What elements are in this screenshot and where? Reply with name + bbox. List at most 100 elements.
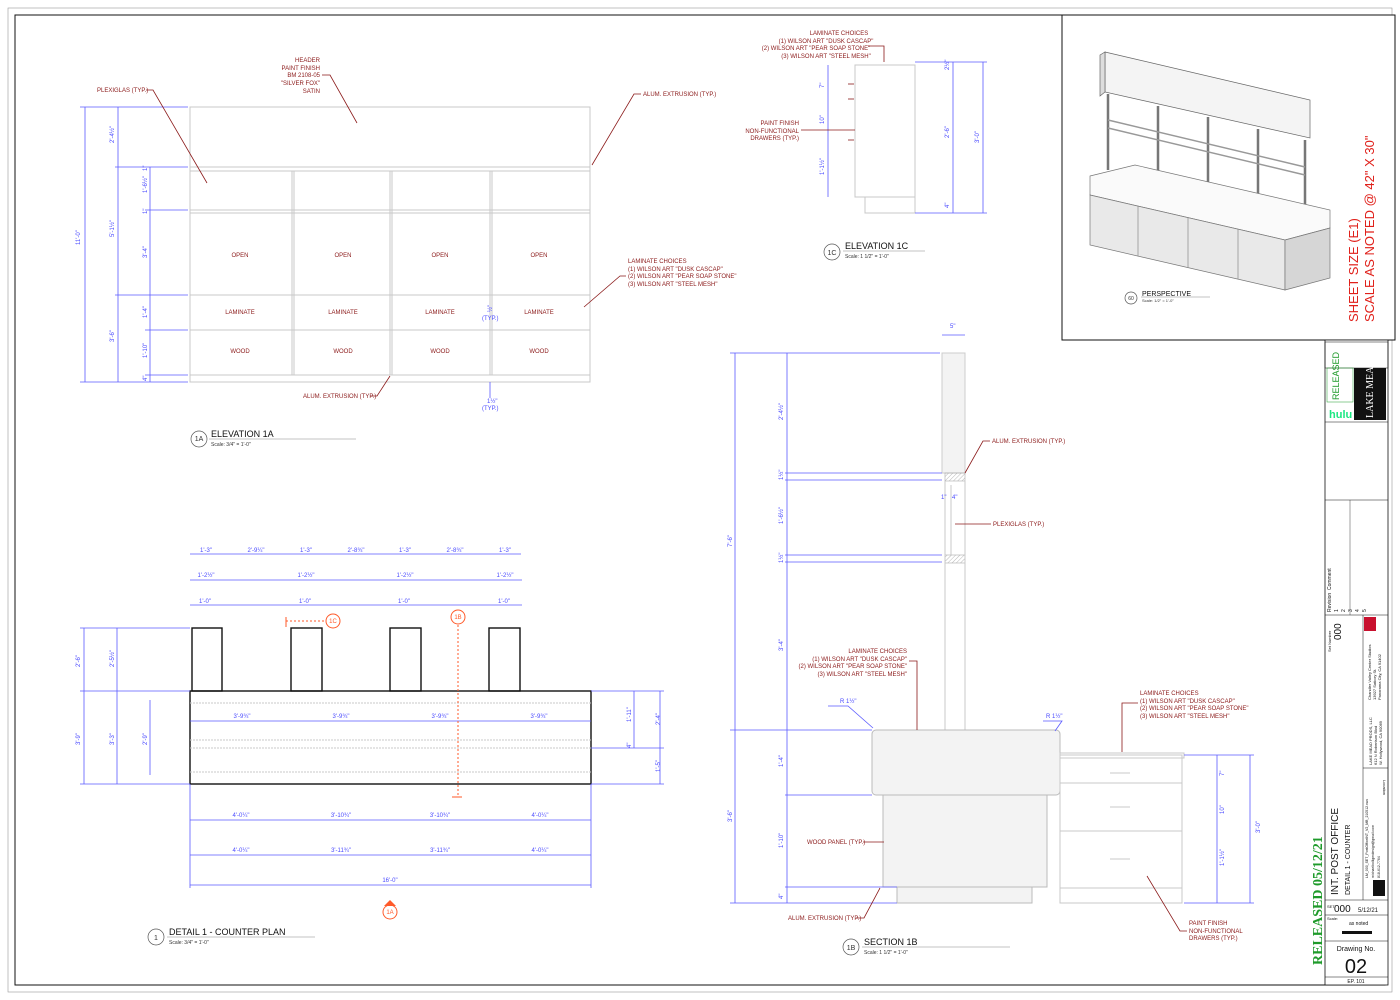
svg-text:(2) WILSON ART "PEAR SOAP STON: (2) WILSON ART "PEAR SOAP STONE" <box>762 46 871 52</box>
svg-text:612 N Robertson Blvd: 612 N Robertson Blvd <box>1373 726 1378 765</box>
typ-label-2: (TYP.) <box>482 406 499 412</box>
wood-label: WOOD <box>230 349 250 355</box>
svg-text:SATIN: SATIN <box>303 89 320 95</box>
plan-dim: 3'-9¾" <box>432 714 449 720</box>
dim: 2½" <box>944 60 951 70</box>
plan-tag: 1 <box>154 935 158 942</box>
svg-text:LAMINATE CHOICES: LAMINATE CHOICES <box>1140 691 1199 697</box>
perspective-view: 60 PERSPECTIVE Scale: 1/2" = 1'-0" SHEET… <box>1061 14 1396 341</box>
date: 5/12/21 <box>1358 908 1379 914</box>
dim: 5" <box>950 324 955 330</box>
dim: 10" <box>820 115 826 124</box>
plan-scale: Scale: 3/4" = 1'-0" <box>169 940 209 946</box>
dim: 4" <box>945 203 951 208</box>
dim: 2'-4½" <box>778 403 785 420</box>
plan-dim: 1'-3" <box>499 548 511 554</box>
plan-dim: 1'-2½" <box>397 572 414 579</box>
email: michaelbolligerdesign@gmail.com <box>1371 825 1375 878</box>
dim-overall: 11'-0" <box>76 230 82 245</box>
paint-note-1c: PAINT FINISH NON-FUNCTIONAL DRAWERS (TYP… <box>745 121 799 142</box>
plan-dim: 2'-8¾" <box>447 548 464 554</box>
dim: 1'-6½" <box>778 507 785 524</box>
title-block: RELEASED LAKE MEAD hulu Revision Comment… <box>1324 339 1389 986</box>
plan-dim: 1'-3" <box>200 548 212 554</box>
revision-header: Revision <box>1327 593 1333 612</box>
phone: 818-612-7764 <box>1377 856 1381 878</box>
open-label: OPEN <box>334 253 351 259</box>
svg-text:DRAWERS (TYP.): DRAWERS (TYP.) <box>750 136 799 142</box>
typ-label: (TYP.) <box>482 316 499 322</box>
svg-text:4: 4 <box>1355 609 1361 612</box>
released-label: RELEASED <box>1331 351 1341 400</box>
studio-address: Chandler Valley Center Studios 13927 Sat… <box>1367 644 1382 700</box>
plan-dim: 1'-11" <box>627 707 633 722</box>
alum-note: ALUM. EXTRUSION (TYP.) <box>992 439 1065 445</box>
svg-text:LAMINATE CHOICES: LAMINATE CHOICES <box>628 259 687 265</box>
perspective-tag: 60 <box>1128 296 1134 302</box>
section-1b-tag: 1B <box>847 945 856 952</box>
plan-dim: 1'-3" <box>399 548 411 554</box>
project-title: INT. POST OFFICE <box>1330 808 1341 895</box>
dim: 7'-6" <box>728 535 734 547</box>
plan-dim: 3'-3" <box>110 733 116 745</box>
elevation-1c-tag: 1C <box>828 250 837 257</box>
section-marker-1c[interactable] <box>325 613 341 629</box>
outer-border <box>7 7 1393 993</box>
alum-note-bottom-1b: ALUM. EXTRUSION (TYP.) <box>788 916 861 922</box>
plan-overall-dim: 16'-0" <box>382 878 397 884</box>
laminate-note-right: LAMINATE CHOICES (1) WILSON ART "DUSK CA… <box>1140 691 1249 720</box>
dim: 1'-1½" <box>819 158 826 175</box>
laminate-label: LAMINATE <box>328 310 358 316</box>
header-note: HEADER PAINT FINISH BM 2108-05 "SILVER F… <box>281 58 321 95</box>
drawing-title: DETAIL 1 - COUNTER <box>1345 825 1352 895</box>
dim: 2'-6" <box>945 126 951 138</box>
alum-note-top: ALUM. EXTRUSION (TYP.) <box>643 92 716 98</box>
plan-dim: 3'-11¾" <box>331 848 351 854</box>
company-address: LAKE MEAD PRODS, LLC 612 N Robertson Blv… <box>1368 717 1383 765</box>
wood-label: WOOD <box>430 349 450 355</box>
plan-dim: 2'-9" <box>143 733 149 745</box>
laminate-label: LAMINATE <box>225 310 255 316</box>
hulu-logo: hulu <box>1329 409 1352 421</box>
dim: 1" <box>941 495 946 501</box>
wood-label: WOOD <box>529 349 549 355</box>
dim: 1'-4" <box>779 755 785 767</box>
svg-text:"SILVER FOX": "SILVER FOX" <box>281 81 320 87</box>
dim: 3'-0" <box>1256 821 1262 833</box>
open-label: OPEN <box>530 253 547 259</box>
marker-1a-label: 1A <box>386 910 393 916</box>
marker-1c-label: 1C <box>329 619 337 625</box>
radius-left: R 1½" <box>840 698 856 705</box>
svg-text:(3) WILSON ART "STEEL MESH": (3) WILSON ART "STEEL MESH" <box>628 282 718 288</box>
svg-text:BM 2108-05: BM 2108-05 <box>287 73 320 79</box>
plan-dim: 3'-9" <box>76 733 82 745</box>
location-label: Location <box>1382 780 1387 795</box>
plan-dim: 2'-9¼" <box>248 548 265 554</box>
section-marker-1b[interactable] <box>450 609 466 625</box>
drawing-number: 02 <box>1345 956 1367 978</box>
set-label: SET <box>1327 904 1335 909</box>
counter-plan: 1'-3" 2'-9¼" 1'-3" 2'-8¾" 1'-3" 2'-8¾" 1… <box>76 548 664 946</box>
plan-dim: 2'-5½" <box>109 650 116 667</box>
plan-dim: 1'-3" <box>300 548 312 554</box>
svg-text:DRAWERS (TYP.): DRAWERS (TYP.) <box>1189 936 1238 942</box>
svg-text:NON-FUNCTIONAL: NON-FUNCTIONAL <box>745 129 799 135</box>
plan-dim: 2'-4" <box>656 713 662 725</box>
svg-text:(1) WILSON ART "DUSK CASCAP": (1) WILSON ART "DUSK CASCAP" <box>812 657 907 663</box>
plan-dim: 3'-10¾" <box>331 813 351 819</box>
sheet-size-note: SHEET SIZE (E1) <box>1346 218 1361 322</box>
wood-label: WOOD <box>333 349 353 355</box>
dim-d3: 1" <box>143 209 149 214</box>
released-stamp: RELEASED 05/12/21 <box>1311 836 1326 965</box>
plan-dim: 2'-8¾" <box>348 548 365 554</box>
svg-text:LAMINATE CHOICES: LAMINATE CHOICES <box>810 31 869 37</box>
dim: 7" <box>1220 771 1226 776</box>
elevation-1c-scale: Scale: 1 1/2" = 1'-0" <box>845 254 889 260</box>
dim: 10" <box>1220 805 1226 814</box>
set-number: 000 <box>1333 623 1344 640</box>
production-name: LAKE MEAD <box>1365 359 1376 418</box>
plan-dim: 1'-0" <box>498 599 510 605</box>
scale-label: Scale: <box>1327 916 1338 921</box>
svg-text:(3) WILSON ART "STEEL MESH": (3) WILSON ART "STEEL MESH" <box>1140 714 1230 720</box>
dim: 1'-10" <box>779 833 785 848</box>
